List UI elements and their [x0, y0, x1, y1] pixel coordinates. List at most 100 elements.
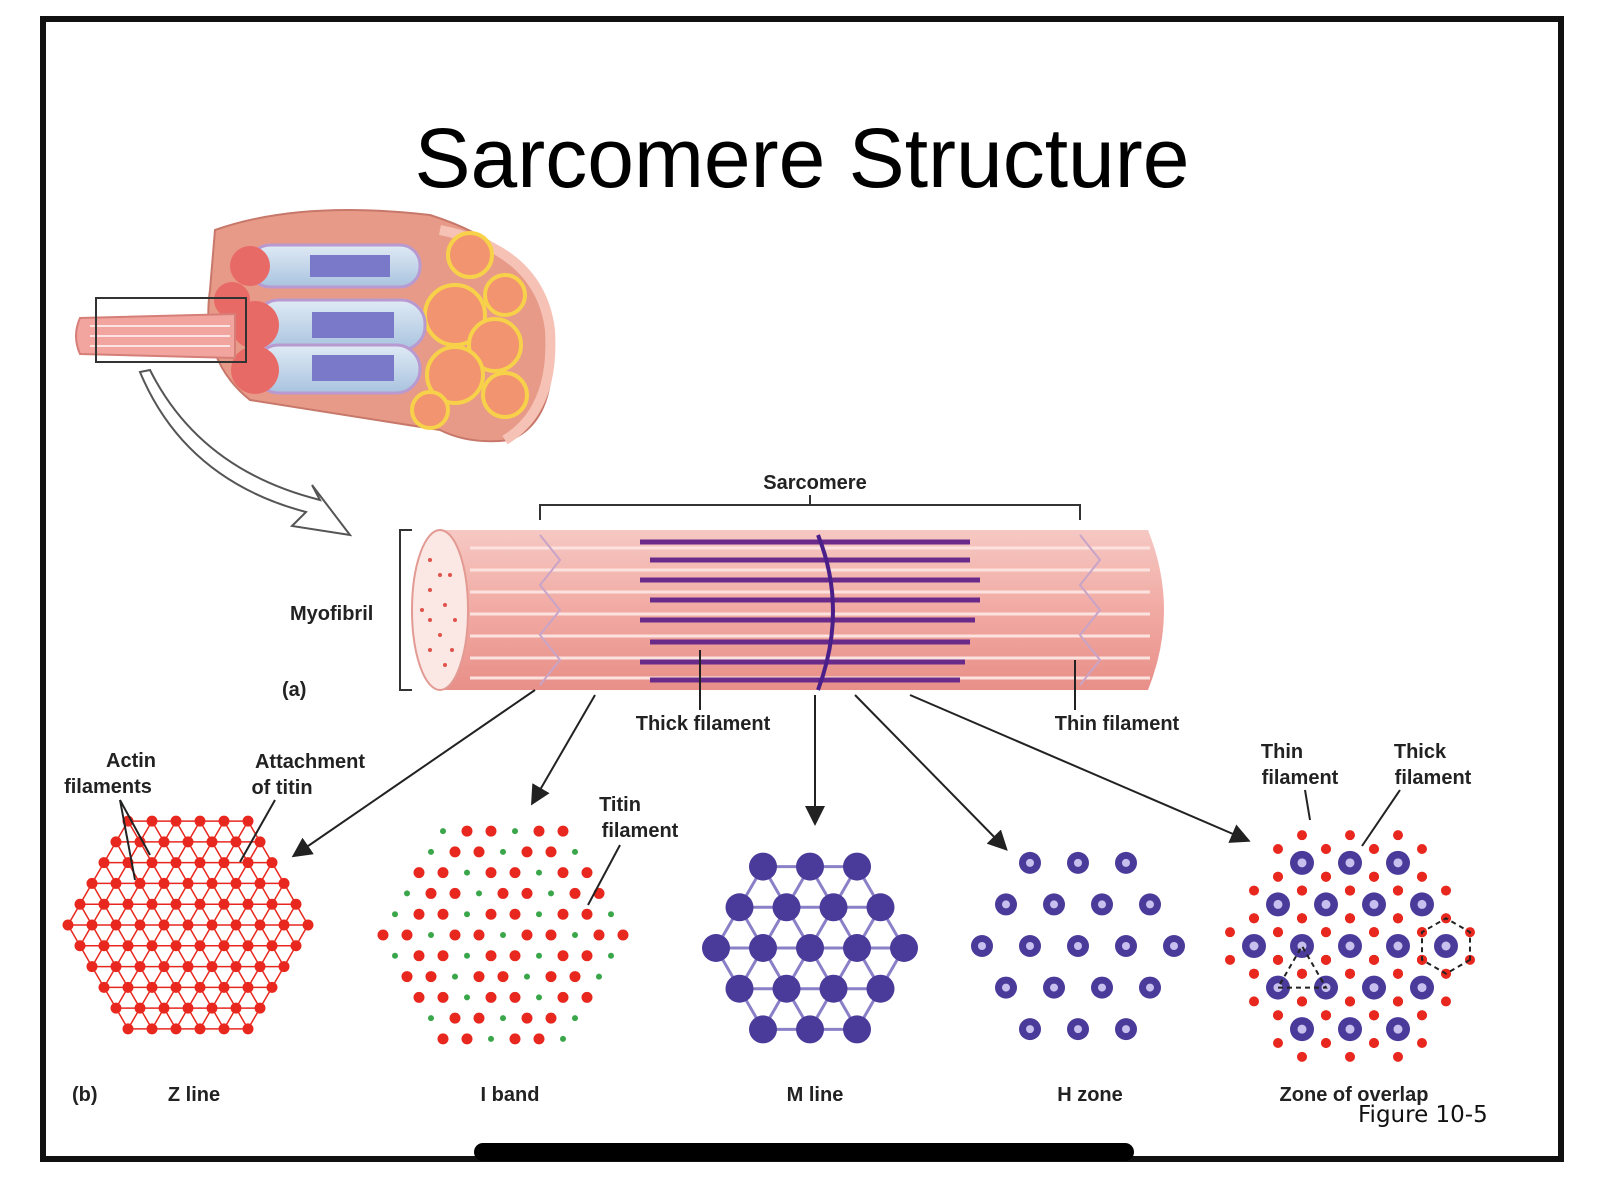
myosin-core [1098, 983, 1106, 992]
actin-dot [1273, 1010, 1284, 1021]
actin-dot [557, 950, 569, 962]
actin-dot [1416, 1037, 1427, 1048]
actin-dot [1225, 954, 1236, 965]
figure-reference: Figure 10-5 [1358, 1102, 1488, 1128]
myosin-core [1002, 983, 1010, 992]
actin-dot [254, 877, 266, 889]
actin-dot [377, 929, 389, 941]
actin-dot [521, 929, 533, 941]
actin-dot [194, 898, 206, 910]
titin-dot [536, 952, 542, 959]
actin-dot [1249, 885, 1260, 896]
myosin-core [1393, 858, 1403, 868]
actin-dot [254, 961, 266, 973]
myosin-core [1098, 900, 1106, 909]
myosin-dot [843, 1015, 871, 1044]
myosin-core [1273, 899, 1283, 909]
myosin-dot [749, 852, 777, 881]
myosin-core [1417, 983, 1427, 993]
myosin-core [1297, 858, 1307, 868]
actin-dot [557, 867, 569, 879]
m-line-cross-section [702, 852, 918, 1044]
myosin-dot [866, 974, 895, 1003]
myosin-core [1074, 1025, 1082, 1034]
actin-dot [182, 1002, 194, 1014]
actin-dot [545, 1012, 557, 1024]
actin-dot [302, 919, 314, 931]
myosin-core [1297, 1024, 1307, 1034]
actin-dot [545, 846, 557, 858]
actin-dot [1225, 927, 1236, 938]
h-zone-cross-section [971, 851, 1185, 1041]
actin-dot [533, 825, 545, 837]
myosin-core [1122, 858, 1130, 867]
actin-dot [1273, 954, 1283, 965]
actin-dot [242, 981, 254, 993]
actin-dot [146, 898, 158, 910]
actin-dot [1345, 830, 1355, 841]
actin-dot [206, 836, 218, 848]
titin-dot [560, 1035, 566, 1042]
actin-dot [182, 919, 194, 931]
actin-dot [134, 919, 146, 931]
section-label-m-line: M line [787, 1084, 844, 1106]
actin-dot [1297, 830, 1307, 841]
home-indicator-bar[interactable] [474, 1143, 1134, 1161]
slide-title: Sarcomere Structure [414, 111, 1190, 205]
thick-filament-label: Thick filament [636, 713, 771, 735]
actin-dot [122, 940, 134, 952]
actin-dot [1345, 885, 1356, 896]
myosin-core [1026, 1025, 1034, 1034]
i-band-cross-section [377, 825, 629, 1045]
actin-dot [1273, 871, 1283, 882]
actin-dot [158, 877, 170, 889]
myosin-core [1417, 899, 1427, 909]
actin-dot [1369, 844, 1380, 855]
actin-dot [485, 950, 497, 962]
actin-dot [110, 961, 122, 973]
actin-dot [218, 898, 230, 910]
actin-dot [617, 929, 629, 941]
actin-dot [473, 1012, 485, 1024]
actin-dot [1249, 968, 1260, 979]
attachment-annotation-line1: Attachment [255, 751, 365, 773]
actin-dot [1321, 954, 1331, 965]
myosin-core [1393, 1024, 1403, 1034]
actin-dot [473, 929, 485, 941]
actin-dot [569, 971, 581, 983]
actin-dot [218, 815, 230, 827]
actin-dot [1273, 927, 1284, 938]
panel-b-label: (b) [72, 1084, 98, 1106]
overlap-cross-section [1225, 830, 1475, 1062]
titin-dot [572, 848, 578, 855]
actin-dot [509, 867, 521, 879]
actin-dot [218, 981, 230, 993]
actin-dot [545, 929, 557, 941]
actin-dot [194, 1023, 206, 1035]
actin-dot [182, 836, 194, 848]
actin-dot [206, 1002, 218, 1014]
actin-dot [1273, 1037, 1284, 1048]
actin-dot [581, 867, 593, 879]
actin-dot [122, 981, 134, 993]
myosin-core [1369, 983, 1379, 993]
myosin-dot [772, 974, 801, 1003]
actin-dot [1249, 913, 1259, 924]
actin-dot [401, 971, 413, 983]
myosin-core [1122, 942, 1130, 950]
actin-dot [230, 836, 242, 848]
section-label-h-zone: H zone [1057, 1084, 1123, 1106]
myosin-dot [702, 934, 730, 962]
myosin-core [1345, 858, 1355, 868]
actin-dot [521, 846, 533, 858]
actin-dot [509, 1033, 521, 1045]
actin-dot [1321, 927, 1332, 938]
actin-dot [242, 857, 254, 869]
titin-dot [572, 932, 578, 938]
actin-dot [437, 1033, 449, 1045]
titin-annotation-line1: Titin [599, 794, 641, 816]
actin-dot [86, 919, 98, 931]
actin-dot [1297, 1051, 1307, 1062]
actin-dot [122, 898, 134, 910]
